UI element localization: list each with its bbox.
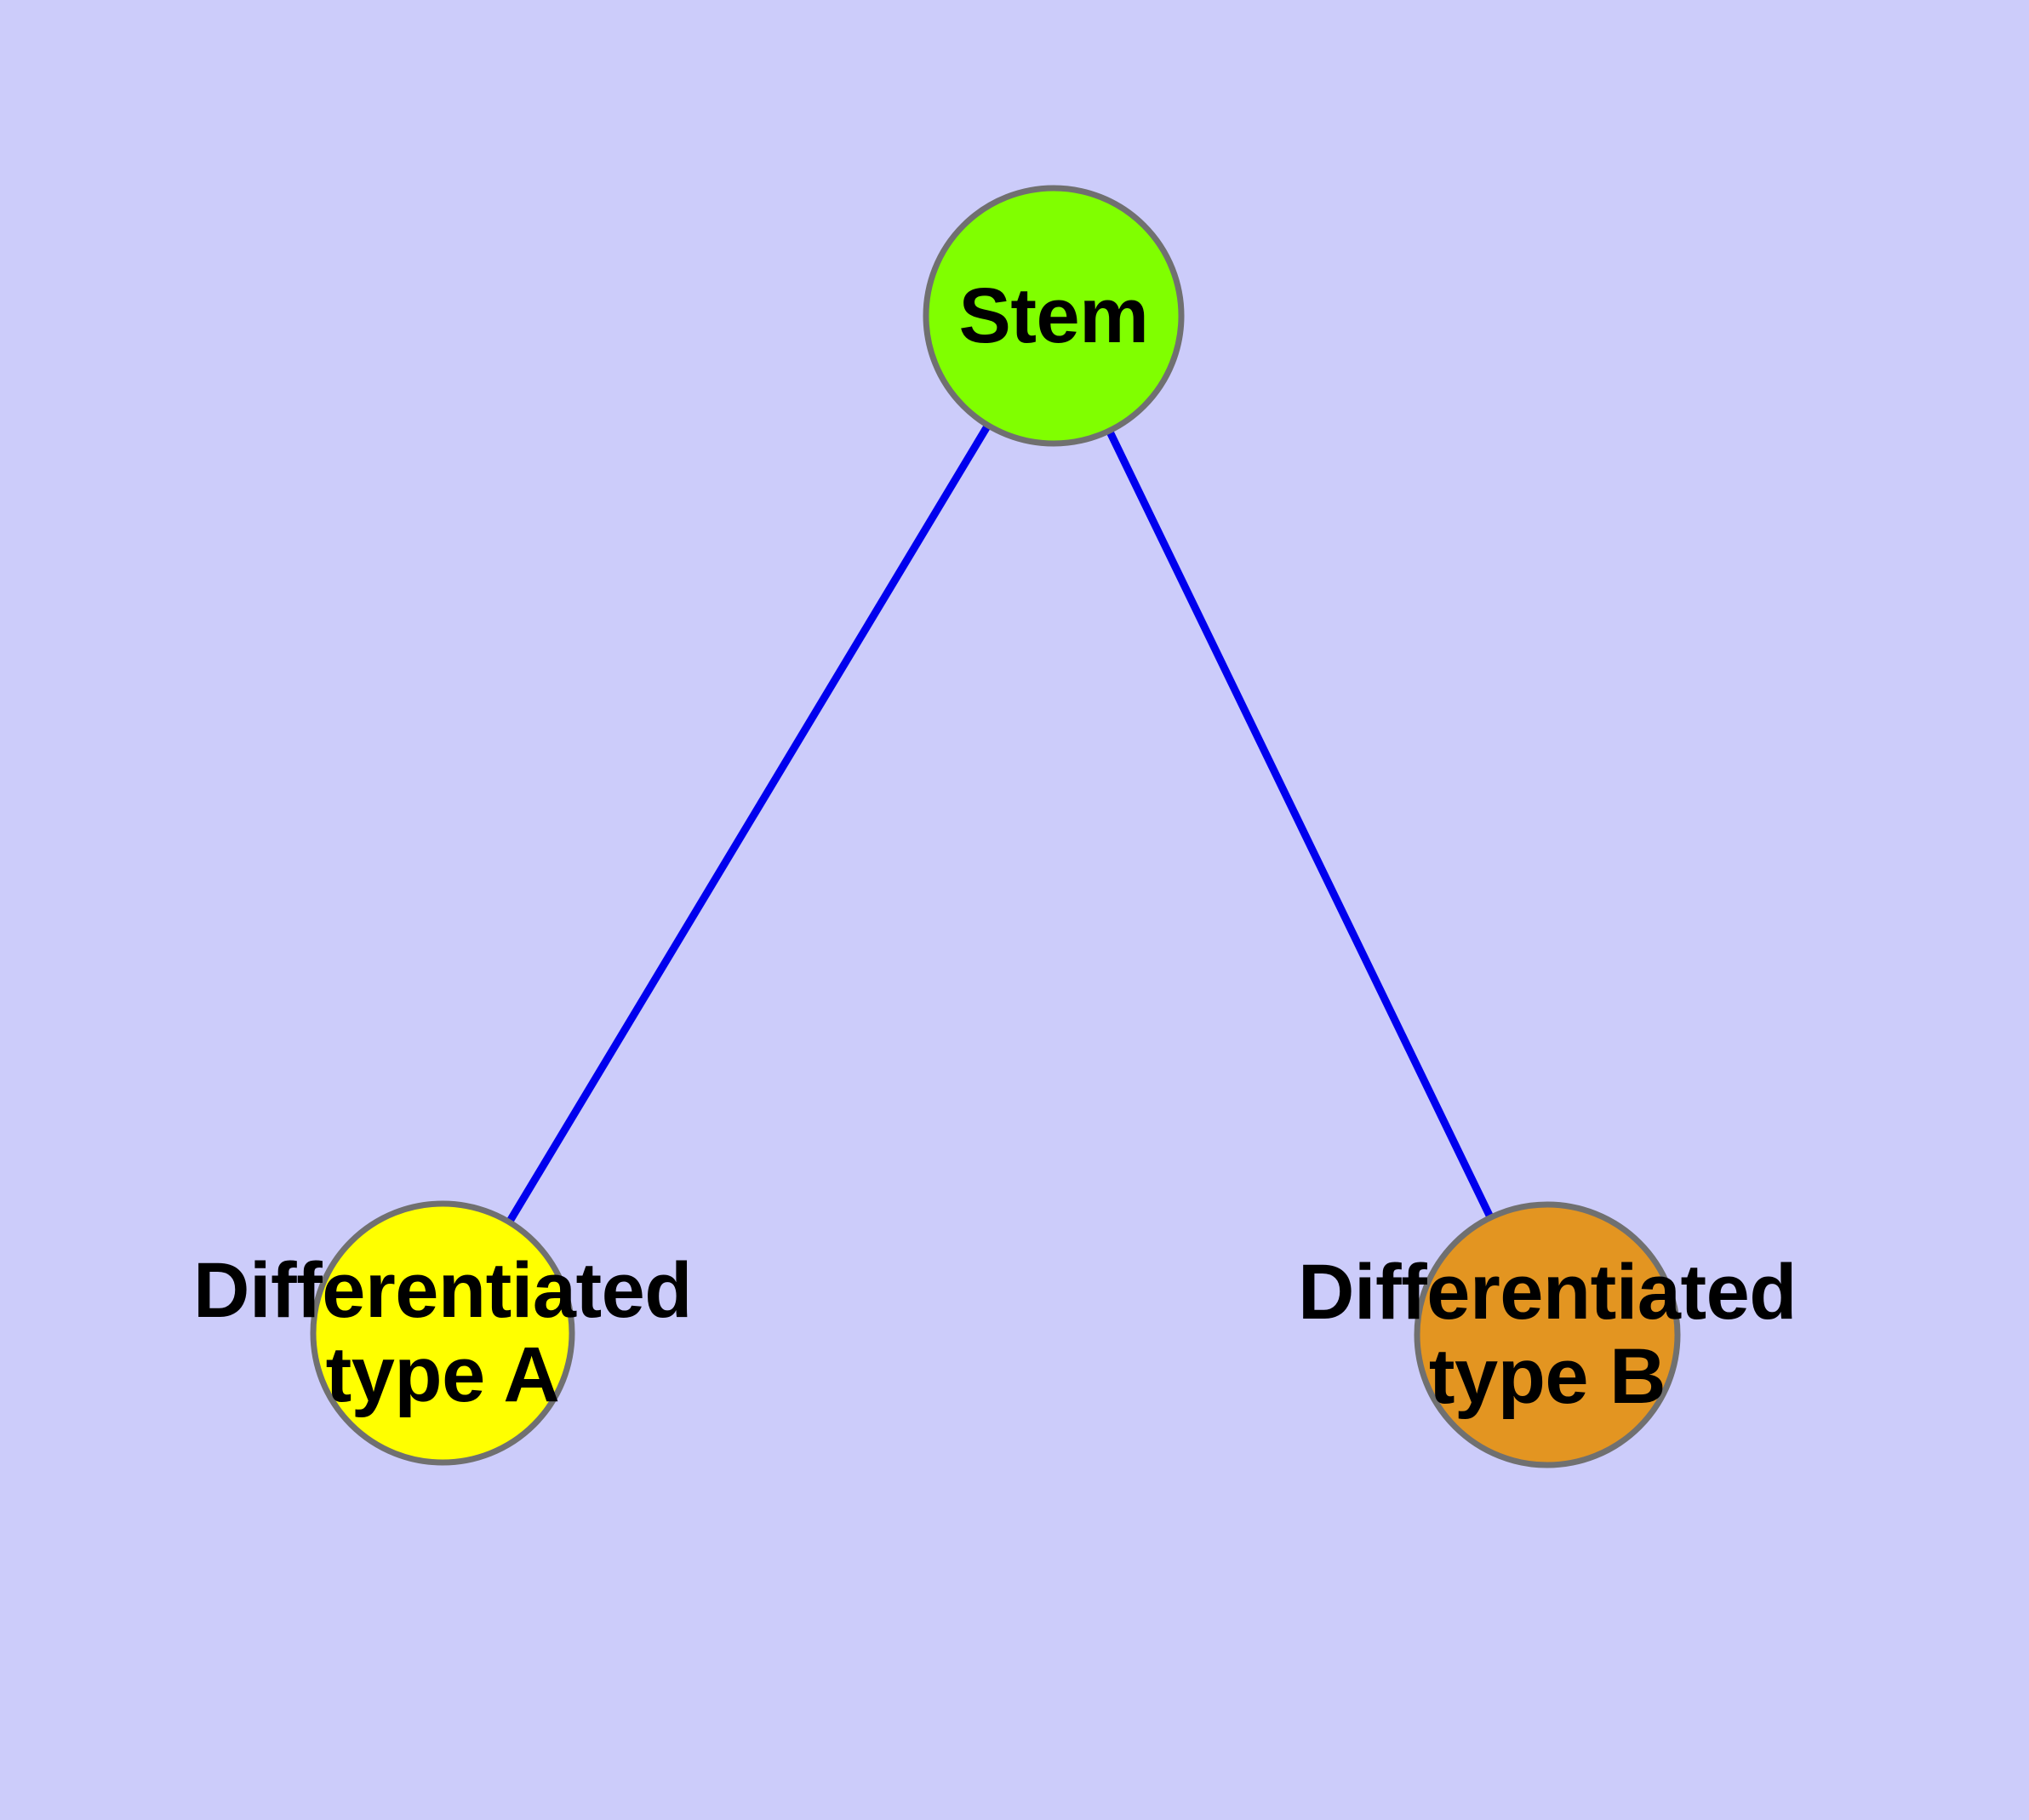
- edges-layer: [439, 313, 1552, 1336]
- nodes-layer: [310, 185, 1681, 1468]
- edge-stem-to-diff-b[interactable]: [1049, 314, 1552, 1336]
- edge-stem-to-diff-a[interactable]: [439, 313, 1057, 1336]
- node-circle-stem[interactable]: [923, 185, 1185, 447]
- node-circle-diff-b[interactable]: [1414, 1201, 1681, 1468]
- node-circle-diff-a[interactable]: [310, 1200, 575, 1466]
